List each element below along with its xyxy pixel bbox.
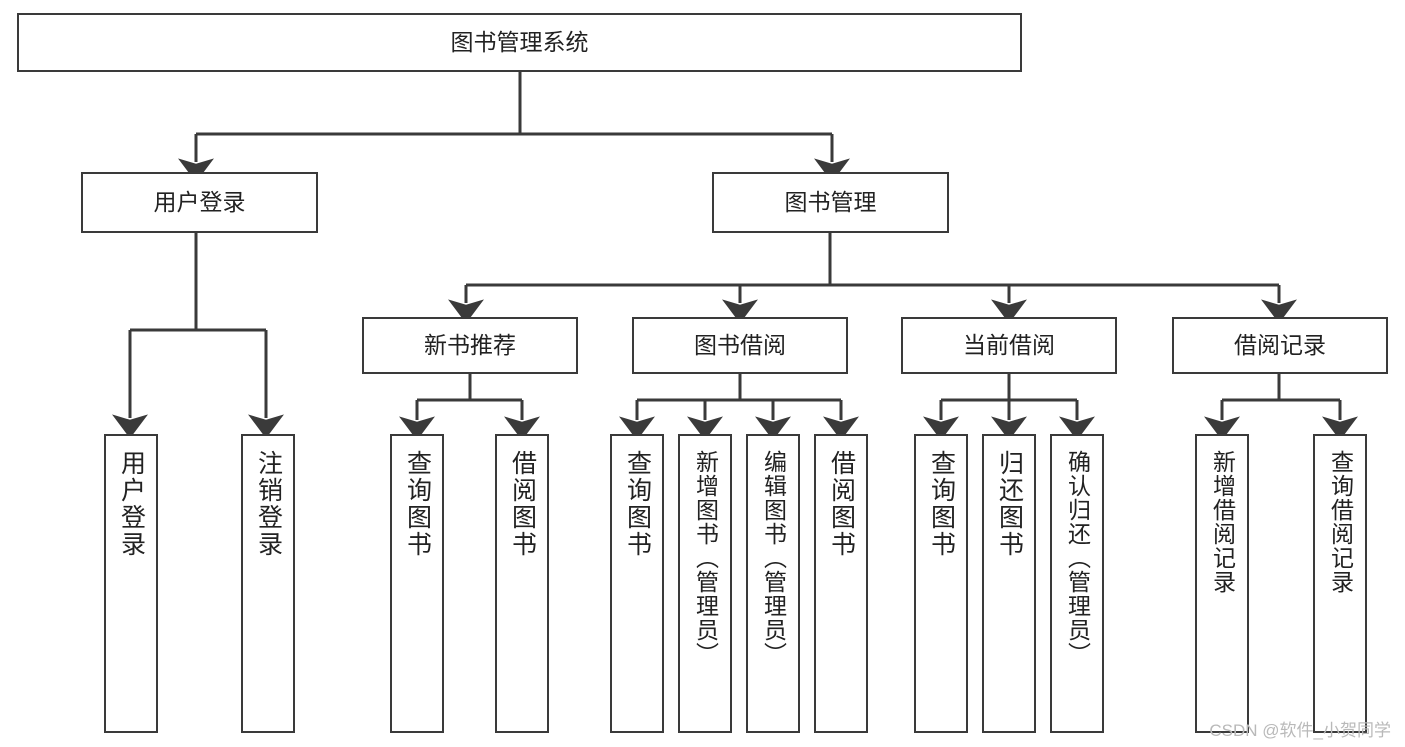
leaf-query-book-1-label: 查询图书 xyxy=(403,450,432,558)
leaf-query-book-3[interactable]: 查询图书 xyxy=(914,434,968,733)
leaf-user-login-label: 用户登录 xyxy=(117,450,146,558)
node-borrow-record-label: 借阅记录 xyxy=(1234,331,1326,358)
node-user-login[interactable]: 用户登录 xyxy=(81,172,318,233)
leaf-logout-login-label: 注销登录 xyxy=(254,450,283,558)
leaf-borrow-book-2-label: 借阅图书 xyxy=(827,450,856,558)
node-current-borrow[interactable]: 当前借阅 xyxy=(901,317,1117,374)
leaf-add-book[interactable]: 新增图书（管理员） xyxy=(678,434,732,733)
leaf-query-record-label: 查询借阅记录 xyxy=(1327,450,1354,594)
leaf-borrow-book-2[interactable]: 借阅图书 xyxy=(814,434,868,733)
node-root[interactable]: 图书管理系统 xyxy=(17,13,1022,72)
leaf-edit-book-label: 编辑图书（管理员） xyxy=(760,450,787,666)
leaf-borrow-book-1[interactable]: 借阅图书 xyxy=(495,434,549,733)
leaf-query-book-2-label: 查询图书 xyxy=(623,450,652,558)
leaf-logout-login[interactable]: 注销登录 xyxy=(241,434,295,733)
leaf-query-book-3-label: 查询图书 xyxy=(927,450,956,558)
leaf-confirm-return-label: 确认归还（管理员） xyxy=(1064,450,1091,666)
leaf-query-book-1[interactable]: 查询图书 xyxy=(390,434,444,733)
node-new-book-recommend[interactable]: 新书推荐 xyxy=(362,317,578,374)
node-root-label: 图书管理系统 xyxy=(450,28,589,55)
leaf-query-record[interactable]: 查询借阅记录 xyxy=(1313,434,1367,733)
leaf-query-book-2[interactable]: 查询图书 xyxy=(610,434,664,733)
leaf-confirm-return[interactable]: 确认归还（管理员） xyxy=(1050,434,1104,733)
leaf-borrow-book-1-label: 借阅图书 xyxy=(508,450,537,558)
node-new-book-recommend-label: 新书推荐 xyxy=(424,331,516,358)
leaf-return-book-label: 归还图书 xyxy=(995,450,1024,558)
node-book-borrow[interactable]: 图书借阅 xyxy=(632,317,848,374)
csdn-watermark: CSDN @软件_小贺同学 xyxy=(1209,721,1391,740)
node-borrow-record[interactable]: 借阅记录 xyxy=(1172,317,1388,374)
leaf-add-record[interactable]: 新增借阅记录 xyxy=(1195,434,1249,733)
node-book-manage-label: 图书管理 xyxy=(784,188,877,215)
node-current-borrow-label: 当前借阅 xyxy=(963,331,1055,358)
leaf-edit-book[interactable]: 编辑图书（管理员） xyxy=(746,434,800,733)
node-user-login-label: 用户登录 xyxy=(153,188,246,215)
node-book-manage[interactable]: 图书管理 xyxy=(712,172,949,233)
leaf-return-book[interactable]: 归还图书 xyxy=(982,434,1036,733)
leaf-user-login[interactable]: 用户登录 xyxy=(104,434,158,733)
node-book-borrow-label: 图书借阅 xyxy=(694,331,786,358)
leaf-add-book-label: 新增图书（管理员） xyxy=(692,450,719,666)
leaf-add-record-label: 新增借阅记录 xyxy=(1209,450,1236,594)
